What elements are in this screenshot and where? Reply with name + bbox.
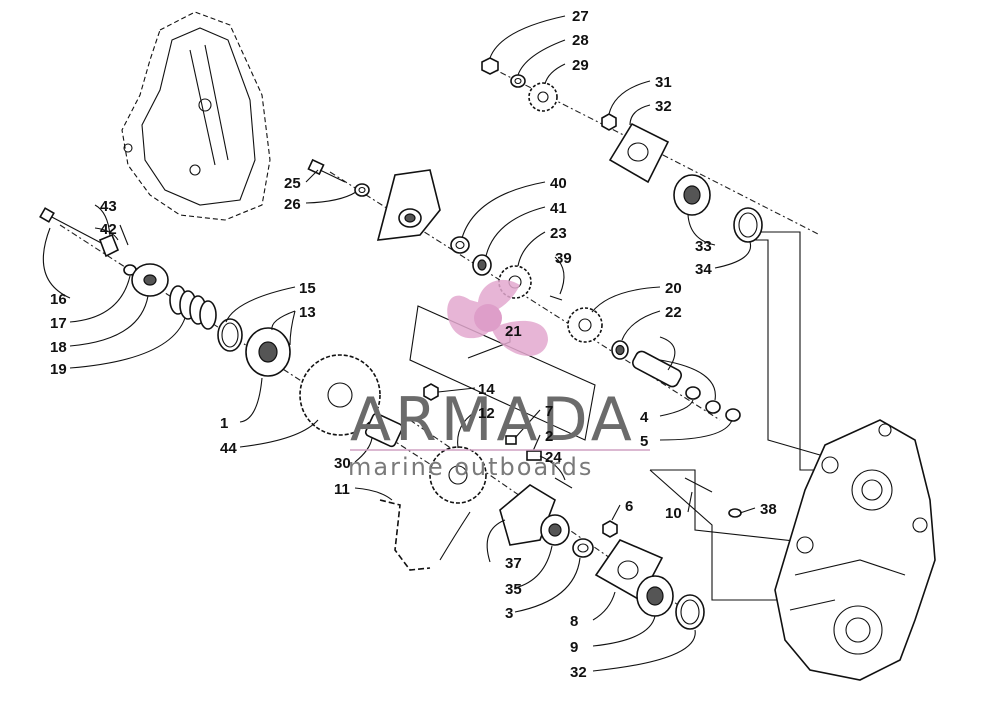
part-label: 3 — [505, 605, 513, 622]
part-label: 4 — [640, 409, 649, 426]
part-label: 17 — [50, 315, 67, 332]
watermark-tagline: marine outboards — [348, 453, 593, 481]
part-label: 1 — [220, 415, 228, 432]
parts-group — [39, 57, 763, 630]
part-label: 41 — [550, 200, 567, 217]
part-label: 6 — [625, 498, 633, 515]
part-label: 44 — [220, 440, 237, 457]
part-label: 33 — [695, 238, 712, 255]
part-label: 15 — [299, 280, 316, 297]
gearcase-housing-sketch — [774, 419, 936, 681]
part-label: 38 — [760, 501, 777, 518]
propeller-logo-icon — [447, 279, 548, 357]
part-label: 26 — [284, 196, 301, 213]
part-label: 12 — [478, 405, 495, 422]
part-number-labels: 27 28 29 31 32 25 26 40 41 23 39 33 34 4… — [50, 8, 777, 681]
part-label: 29 — [572, 57, 589, 74]
part-label: 22 — [665, 304, 682, 321]
part-label: 35 — [505, 581, 522, 598]
part-label: 20 — [665, 280, 682, 297]
part-label: 42 — [100, 221, 117, 238]
part-label: 34 — [695, 261, 712, 278]
part-label: 9 — [570, 639, 578, 656]
part-label: 8 — [570, 613, 578, 630]
part-label: 10 — [665, 505, 682, 522]
part-label: 30 — [334, 455, 351, 472]
watermark-brand: ARMADA — [350, 385, 636, 455]
part-label: 27 — [572, 8, 589, 25]
part-label: 5 — [640, 433, 648, 450]
part-label: 25 — [284, 175, 301, 192]
part-label: 28 — [572, 32, 589, 49]
leader-lines — [42, 15, 756, 672]
part-label: 14 — [478, 381, 495, 398]
part-label: 40 — [550, 175, 567, 192]
part-label: 37 — [505, 555, 522, 572]
assembly-axis-lines — [59, 65, 831, 621]
part-label: 31 — [655, 74, 672, 91]
part-label: 7 — [545, 403, 553, 420]
housing-cover-sketch — [121, 11, 271, 221]
part-label: 13 — [299, 304, 316, 321]
part-label: 43 — [100, 198, 117, 215]
part-label: 39 — [555, 250, 572, 267]
part-label: 11 — [334, 481, 350, 498]
part-label: 18 — [50, 339, 67, 356]
part-label: 32 — [570, 664, 587, 681]
part-label: 16 — [50, 291, 67, 308]
part-label: 21 — [505, 323, 522, 340]
part-label: 19 — [50, 361, 67, 378]
shaft-bracket — [376, 169, 441, 241]
part-label: 24 — [545, 449, 562, 466]
part-label: 23 — [550, 225, 567, 242]
part-label: 2 — [545, 428, 553, 445]
part-label: 32 — [655, 98, 672, 115]
watermark: ARMADA marine outboards — [348, 385, 650, 481]
